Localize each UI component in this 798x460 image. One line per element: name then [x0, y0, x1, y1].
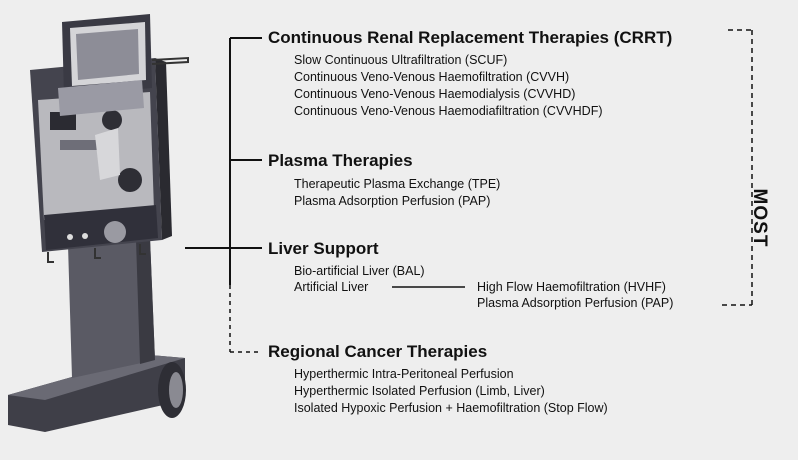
- crrt-item: Continuous Veno-Venous Haemodialysis (CV…: [294, 87, 576, 101]
- artificial-liver-subitem: Plasma Adsorption Perfusion (PAP): [477, 296, 674, 310]
- liver-item: Bio-artificial Liver (BAL): [294, 264, 425, 278]
- cancer-item: Hyperthermic Intra-Peritoneal Perfusion: [294, 367, 514, 381]
- cancer-item: Isolated Hypoxic Perfusion + Haemofiltra…: [294, 401, 608, 415]
- liver-heading: Liver Support: [268, 239, 379, 258]
- most-bracket: [722, 29, 753, 306]
- plasma-heading: Plasma Therapies: [268, 151, 413, 170]
- dialysis-machine-illustration: [8, 14, 189, 432]
- plasma-item: Therapeutic Plasma Exchange (TPE): [294, 177, 501, 191]
- cancer-item: Hyperthermic Isolated Perfusion (Limb, L…: [294, 384, 545, 398]
- artificial-liver-subitem: High Flow Haemofiltration (HVHF): [477, 280, 666, 294]
- plasma-item: Plasma Adsorption Perfusion (PAP): [294, 194, 491, 208]
- crrt-item: Continuous Veno-Venous Haemodiafiltratio…: [294, 104, 603, 118]
- most-label: MOST: [749, 188, 770, 248]
- crrt-heading: Continuous Renal Replacement Therapies (…: [268, 28, 673, 47]
- crrt-item: Continuous Veno-Venous Haemofiltration (…: [294, 70, 570, 84]
- cancer-heading: Regional Cancer Therapies: [268, 342, 488, 361]
- crrt-item: Slow Continuous Ultrafiltration (SCUF): [294, 53, 508, 67]
- liver-item: Artificial Liver: [294, 280, 369, 294]
